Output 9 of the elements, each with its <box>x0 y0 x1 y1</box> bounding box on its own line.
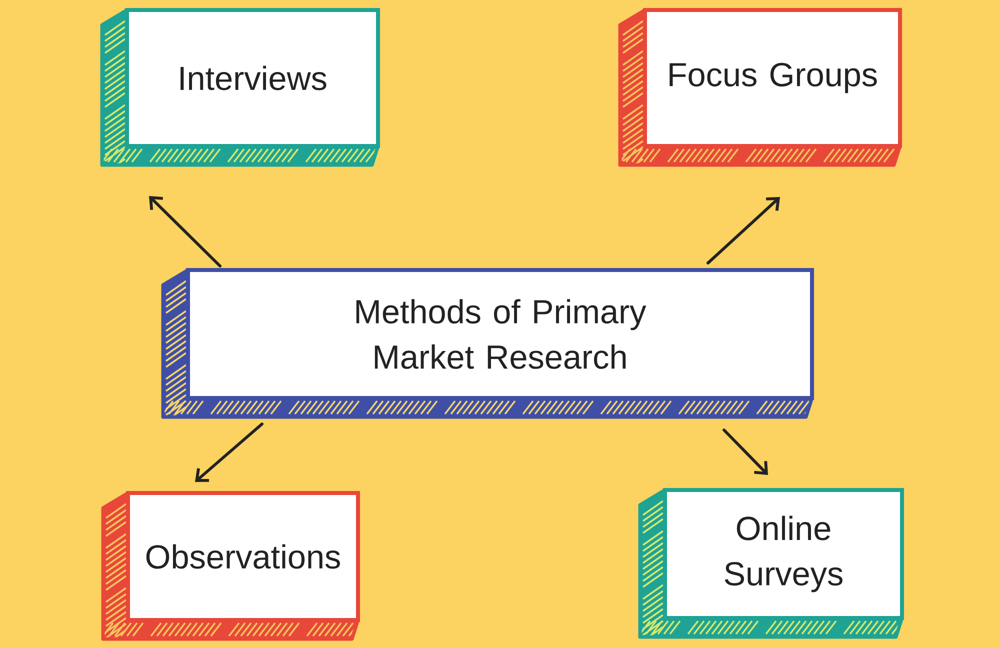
arrow <box>149 196 222 268</box>
arrow <box>706 197 780 264</box>
method-box: Focus Groups <box>618 8 902 167</box>
method-box: Online Surveys <box>638 488 904 639</box>
arrow <box>195 422 264 482</box>
central-box: Methods of Primary Market Research <box>161 268 814 419</box>
method-box: Observations <box>101 491 360 641</box>
method-box: Interviews <box>100 8 380 167</box>
arrow <box>722 428 768 475</box>
